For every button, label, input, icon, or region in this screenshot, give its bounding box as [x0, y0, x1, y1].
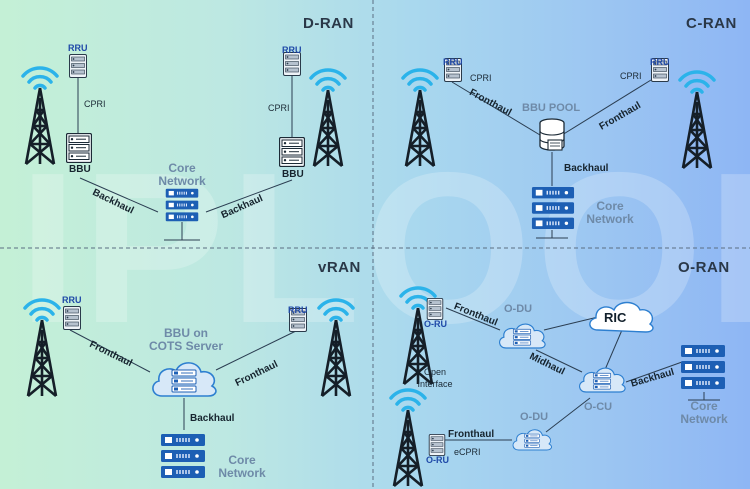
oran-core-network-label: Core Network [672, 400, 736, 426]
oran-open-interface-label: Open Interface [412, 366, 458, 390]
oran-open-line1: Open [423, 367, 447, 377]
tower-icon [389, 388, 427, 488]
oru-icon [426, 298, 444, 320]
dran-rru-label-left: RRU [68, 43, 88, 53]
bbu-icon [279, 137, 305, 167]
vran-core-line2: Network [218, 466, 266, 480]
rru-icon [283, 52, 301, 76]
dran-cpri-label-left: CPRI [84, 99, 106, 109]
oran-core-line1: Core [690, 399, 718, 413]
oran-ric-label: RIC [604, 310, 627, 325]
tower-icon [21, 66, 59, 166]
core-server-icon [531, 186, 575, 230]
dran-rru-label-right: RRU [282, 45, 302, 55]
core-server-icon [165, 188, 199, 222]
oran-open-line2: Interface [417, 379, 453, 389]
cran-cpri-label-right: CPRI [620, 71, 642, 81]
vran-backhaul-label: Backhaul [190, 413, 235, 424]
tower-icon [23, 298, 61, 398]
vran-bbu-line2: COTS Server [148, 339, 224, 353]
vran-core-line1: Core [228, 453, 256, 467]
dran-core-line2: Network [158, 174, 206, 188]
dran-core-network-label: Core Network [150, 162, 214, 188]
cran-title: C-RAN [686, 15, 737, 32]
ric-cloud-icon [589, 301, 654, 333]
cran-rru-label-left: RRU [443, 57, 463, 67]
dran-title: D-RAN [303, 15, 354, 32]
ocu-cloud-icon [578, 367, 626, 393]
tower-icon [317, 298, 355, 398]
oran-oru-label-top: O-RU [424, 319, 447, 329]
dran-cpri-label-right: CPRI [268, 103, 290, 113]
oran-core-line2: Network [680, 412, 728, 426]
cran-core-line1: Core [596, 199, 624, 213]
cran-core-network-label: Core Network [578, 200, 642, 226]
tower-icon [401, 68, 439, 168]
oran-ecpri-label: eCPRI [454, 447, 481, 457]
rru-icon [63, 306, 81, 330]
dran-bbu-label-right: BBU [282, 169, 304, 180]
tower-icon [678, 70, 716, 170]
oru-icon [428, 434, 446, 456]
oran-title: O-RAN [678, 259, 730, 276]
tower-icon [309, 68, 347, 168]
vran-rru-label-right: RRU [288, 305, 308, 315]
cran-cpri-label-left: CPRI [470, 73, 492, 83]
vran-bbu-line1: BBU on [164, 326, 208, 340]
dran-core-line1: Core [168, 161, 196, 175]
oran-odu-label-top: O-DU [504, 303, 533, 315]
cran-core-line2: Network [586, 212, 634, 226]
oran-ocu-label: O-CU [584, 401, 613, 413]
vran-core-network-label: Core Network [210, 454, 274, 480]
odu-cloud-icon [512, 429, 553, 451]
bbu-pool-database-icon [539, 118, 565, 151]
core-server-icon [680, 344, 726, 390]
cran-rru-label-right: RRU [650, 57, 670, 67]
oran-odu-label-bottom: O-DU [520, 411, 549, 423]
oran-oru-label-bottom: O-RU [426, 455, 449, 465]
rru-icon [69, 54, 87, 78]
bbu-icon [66, 133, 92, 163]
oran-fronthaul-label-bottom: Fronthaul [448, 429, 495, 440]
vran-rru-label-left: RRU [62, 295, 82, 305]
dran-bbu-label-left: BBU [69, 164, 91, 175]
odu-cloud-icon [498, 323, 546, 349]
vran-title: vRAN [318, 259, 361, 276]
cran-backhaul-label: Backhaul [564, 163, 609, 174]
vran-bbu-cots-label: BBU on COTS Server [140, 327, 232, 353]
cots-server-cloud-icon [152, 362, 217, 397]
cran-bbu-pool-label: BBU POOL [522, 102, 581, 114]
core-server-icon [160, 433, 206, 479]
